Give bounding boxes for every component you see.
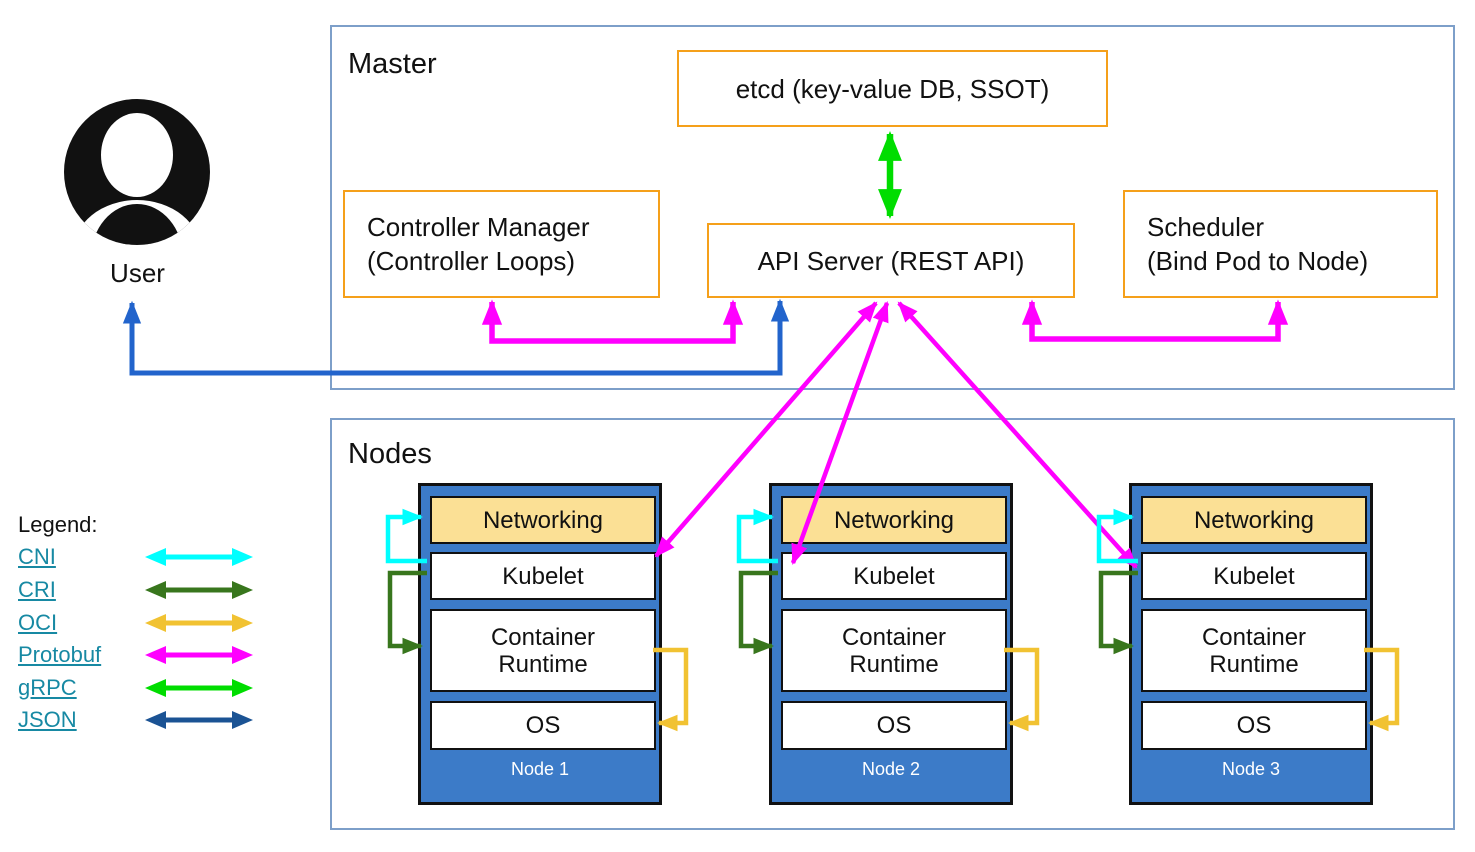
protobuf-arrow-icon [145,646,253,664]
node-2-container-runtime-layer: Container Runtime [781,609,1007,692]
legend-row-cni: CNI [18,544,258,576]
etcd-label: etcd (key-value DB, SSOT) [735,73,1050,104]
node-1-networking-label: Networking [482,506,604,534]
legend-link-grpc[interactable]: gRPC [18,675,77,700]
scheduler-box: Scheduler (Bind Pod to Node) [1123,190,1438,298]
user-icon [64,99,210,245]
node-1-container-runtime-label: Container Runtime [490,623,596,678]
legend-row-oci: OCI [18,610,258,642]
legend-row-cri: CRI [18,577,258,609]
scheduler-label-line1: Scheduler [1147,212,1265,242]
node-2-os-layer: OS [781,701,1007,750]
node-3: Networking Kubelet Container Runtime OS … [1129,483,1373,805]
node-1-os-label: OS [525,712,561,739]
node-2-kubelet-label: Kubelet [853,562,935,590]
node-3-networking-layer: Networking [1141,496,1367,544]
node-3-name: Node 3 [1221,759,1281,779]
cni-arrow-icon [145,548,253,566]
etcd-box: etcd (key-value DB, SSOT) [677,50,1108,127]
api-server-box: API Server (REST API) [707,223,1075,298]
node-3-os-label: OS [1236,712,1272,739]
legend-link-protobuf[interactable]: Protobuf [18,642,102,667]
node-1: Networking Kubelet Container Runtime OS … [418,483,662,805]
node-2-os-label: OS [876,712,912,739]
cri-arrow-icon [145,581,253,599]
node-3-os-layer: OS [1141,701,1367,750]
controller-manager-label-line1: Controller Manager [367,212,590,242]
node-1-os-layer: OS [430,701,656,750]
node-1-name: Node 1 [510,759,570,779]
node-3-container-runtime-layer: Container Runtime [1141,609,1367,692]
node-2-name: Node 2 [861,759,921,779]
node-3-kubelet-layer: Kubelet [1141,552,1367,600]
legend-title: Legend: [18,512,98,537]
legend-row-grpc: gRPC [18,675,258,707]
oci-arrow-icon [145,614,253,632]
controller-manager-label-line2: (Controller Loops) [367,246,576,276]
legend-link-cri[interactable]: CRI [18,577,56,602]
node-3-kubelet-label: Kubelet [1213,562,1295,590]
controller-manager-box: Controller Manager (Controller Loops) [343,190,660,298]
legend-link-cni[interactable]: CNI [18,544,56,569]
grpc-arrow-icon [145,679,253,697]
node-2: Networking Kubelet Container Runtime OS … [769,483,1013,805]
node-2-networking-layer: Networking [781,496,1007,544]
user-label: User [110,258,165,288]
node-2-container-runtime-label: Container Runtime [841,623,947,678]
node-1-container-runtime-layer: Container Runtime [430,609,656,692]
node-1-kubelet-label: Kubelet [502,562,584,590]
node-3-container-runtime-label: Container Runtime [1201,623,1307,678]
master-title: Master [348,48,437,80]
node-1-kubelet-layer: Kubelet [430,552,656,600]
legend-link-oci[interactable]: OCI [18,610,58,635]
node-2-networking-label: Networking [833,506,955,534]
nodes-title: Nodes [348,438,432,470]
legend-row-protobuf: Protobuf [18,642,258,674]
legend-link-json[interactable]: JSON [18,707,77,732]
legend-row-json: JSON [18,707,258,739]
node-1-networking-layer: Networking [430,496,656,544]
scheduler-label-line2: (Bind Pod to Node) [1147,246,1369,276]
node-3-networking-label: Networking [1193,506,1315,534]
node-2-kubelet-layer: Kubelet [781,552,1007,600]
api-server-label: API Server (REST API) [757,245,1025,276]
json-arrow-icon [145,711,253,729]
